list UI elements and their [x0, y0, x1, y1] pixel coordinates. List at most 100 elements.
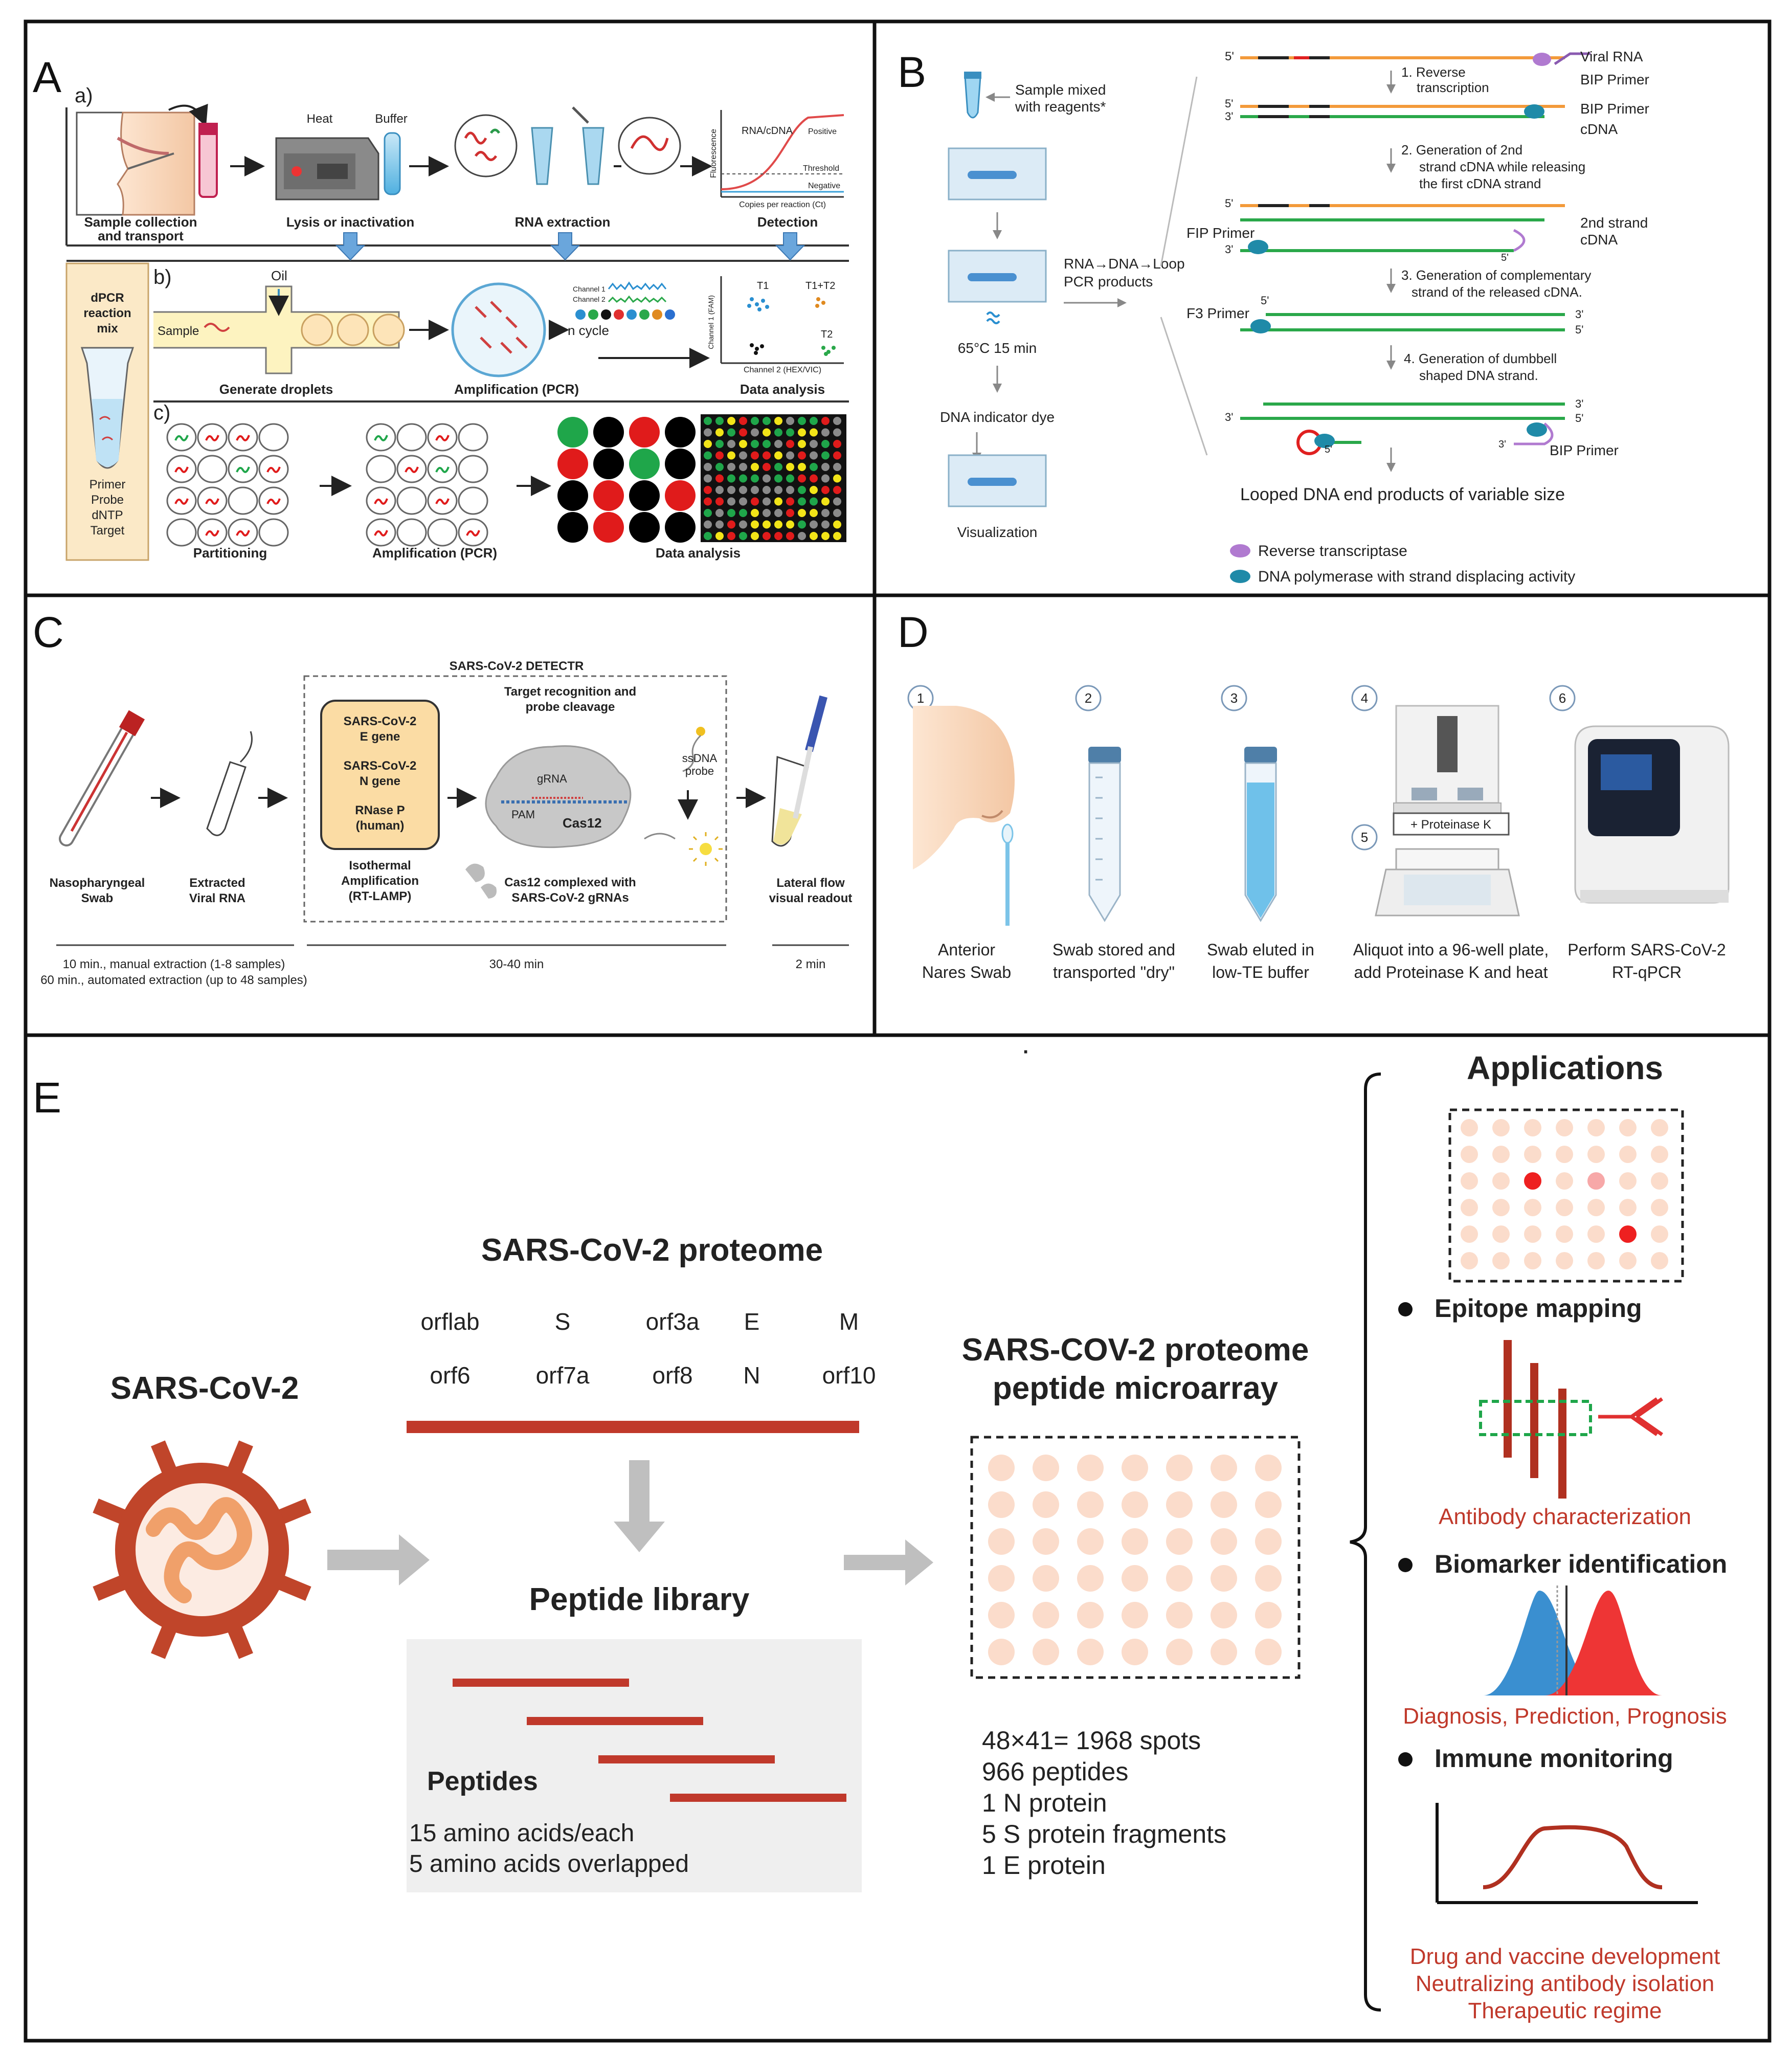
- heatmap-dot: [786, 440, 794, 448]
- result-droplet: [629, 417, 660, 448]
- heatmap-dot: [704, 440, 712, 448]
- strand-mark: [435, 466, 450, 473]
- b-5p-6: 5': [1575, 323, 1583, 336]
- virus-spike: [226, 1440, 253, 1477]
- b-3p-5: 3': [1575, 308, 1583, 321]
- microarray-spot: [1077, 1602, 1104, 1628]
- application-spot: [1524, 1252, 1541, 1269]
- heatmap-dot: [821, 451, 830, 460]
- lateral-flow-tube: [771, 695, 827, 847]
- heatmap-dot: [798, 497, 806, 506]
- heatmap-dot: [763, 463, 771, 471]
- heatmap-dot: [727, 440, 735, 448]
- step-number: 1: [917, 690, 924, 706]
- microarray-spot: [1077, 1639, 1104, 1665]
- heatmap-dot: [774, 532, 782, 540]
- step4-1: 4. Generation of dumbbell: [1404, 351, 1557, 366]
- heatmap-dot: [704, 532, 712, 540]
- strand-mark: [205, 498, 219, 505]
- bullet-biomarker: [1398, 1558, 1413, 1572]
- heatmap-dot: [727, 532, 735, 540]
- heatmap-dot: [751, 474, 759, 483]
- heatmap-dot: [786, 520, 794, 529]
- cas12-label: Cas12: [563, 815, 602, 831]
- temp-label: 65°C 15 min: [958, 340, 1037, 356]
- microarray-spot: [1122, 1602, 1148, 1628]
- application-spot: [1556, 1252, 1573, 1269]
- x-channel-label: Channel 2 (HEX/VIC): [744, 366, 821, 374]
- rnasep-1: RNase P: [355, 803, 405, 817]
- ssdna-1: ssDNA: [682, 752, 718, 765]
- pep-line2: 5 amino acids overlapped: [409, 1850, 689, 1878]
- application-spot: [1492, 1119, 1510, 1136]
- heatmap-dot: [810, 428, 818, 437]
- microarray-spot: [1033, 1455, 1059, 1481]
- d-cap1-1: Anterior: [938, 941, 995, 959]
- microarray-spot: [1122, 1639, 1148, 1665]
- result-droplet: [593, 480, 624, 511]
- heatmap-dot: [821, 474, 830, 483]
- heatmap-dot: [786, 532, 794, 540]
- virus-spike: [275, 1574, 311, 1601]
- partitioning-label: Partitioning: [193, 545, 267, 561]
- cas12-complex: gRNA PAM Cas12: [465, 745, 632, 899]
- heatmap-dot: [715, 440, 724, 448]
- step-circle: [1075, 685, 1102, 711]
- heatmap-dot: [774, 474, 782, 483]
- heatmap-dot: [704, 417, 712, 425]
- gene-label: orf10: [822, 1362, 876, 1389]
- microarray-spot: [1255, 1455, 1282, 1481]
- n-gene-1: SARS-CoV-2: [344, 759, 417, 773]
- application-spot: [1587, 1225, 1605, 1243]
- microarray-spot: [988, 1639, 1015, 1665]
- panel-a: A a) Sample collection and transport Hea…: [33, 53, 849, 561]
- heatmap-dot: [798, 509, 806, 517]
- partition-well: [396, 423, 427, 452]
- step-number: 6: [1559, 690, 1566, 706]
- microarray-spot: [1077, 1455, 1104, 1481]
- legend-pol: DNA polymerase with strand displacing ac…: [1258, 568, 1575, 585]
- curve-rna-label: RNA/cDNA: [742, 125, 793, 137]
- heatmap-dot: [798, 440, 806, 448]
- microarray-spot: [1255, 1528, 1282, 1555]
- legend-rt: Reverse transcriptase: [1258, 543, 1407, 560]
- microarray-spot: [1166, 1565, 1193, 1592]
- heatmap-dot: [704, 451, 712, 460]
- application-spot: [1524, 1119, 1541, 1136]
- application-spot: [1651, 1252, 1668, 1269]
- heatmap-dot: [786, 509, 794, 517]
- heatmap-dot: [763, 509, 771, 517]
- heatmap-dot: [739, 520, 747, 529]
- application-spot: [1587, 1252, 1605, 1269]
- heatmap-dot: [751, 520, 759, 529]
- heatmap-dot: [786, 417, 794, 425]
- drug-label: Drug and vaccine development: [1410, 1944, 1720, 1969]
- extracted-tube: [206, 731, 253, 836]
- time2: 30-40 min: [489, 957, 544, 971]
- heatmap-dot: [833, 451, 841, 460]
- b-5p-4: 5': [1501, 252, 1509, 263]
- d-cap2-2: transported "dry": [1053, 963, 1175, 981]
- b-3p-6: 3': [1225, 411, 1233, 423]
- application-spot: [1461, 1199, 1478, 1216]
- epitope-mapping-illustration: [1479, 1340, 1664, 1499]
- strand-mark: [374, 498, 388, 505]
- extracted-2: Viral RNA: [189, 891, 245, 905]
- step1-1: 1. Reverse: [1401, 64, 1466, 80]
- rna-extraction-illustration: [454, 106, 681, 185]
- application-spot: [1651, 1119, 1668, 1136]
- partition-well: [228, 486, 258, 515]
- scatter-plot-illustration: T1 T1+T2 T2 Channel 1 (FAM) Channel 2 (H…: [707, 276, 844, 374]
- channel2-label: Channel 2: [573, 295, 606, 303]
- step3-2: strand of the released cDNA.: [1412, 284, 1582, 300]
- microarray-spot: [1211, 1602, 1237, 1628]
- application-spot: [1619, 1225, 1637, 1243]
- application-spot: [1524, 1199, 1541, 1216]
- bip-primer-label-1: BIP Primer: [1580, 72, 1649, 87]
- strand-mark: [205, 435, 219, 441]
- panel-letter-e: E: [33, 1074, 61, 1122]
- heatmap-dot: [751, 509, 759, 517]
- strand-mark: [174, 435, 189, 441]
- extracted-1: Extracted: [189, 876, 245, 890]
